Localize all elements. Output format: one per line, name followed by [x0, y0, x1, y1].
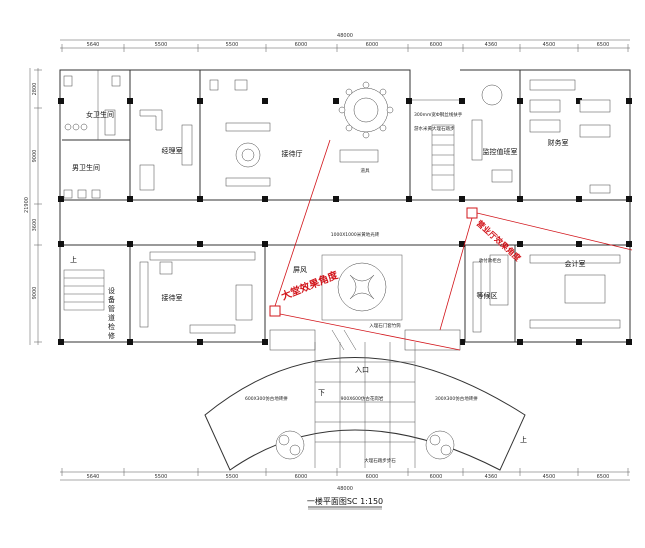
toilet-fixtures: [63, 75, 121, 199]
left-total-label: 21900: [24, 197, 30, 213]
bottom-dimension: 5640 5500 5500 6000 6000 6000 4360 4500 …: [60, 468, 630, 492]
top-dimension: 48000 5640 5500 5500 6000 6000 6000 4360…: [60, 33, 630, 52]
top-dim-7: 4360: [485, 42, 498, 48]
top-dim-3: 5500: [226, 42, 239, 48]
left-dim-3: 3600: [32, 219, 38, 232]
left-dimension: 2800 9000 3600 9000 21900: [24, 68, 42, 345]
top-dim-1: 5640: [87, 42, 100, 48]
top-dim-4: 6000: [295, 42, 308, 48]
room-waiting-area: 等候区: [477, 291, 498, 300]
top-dim-2: 5500: [155, 42, 168, 48]
top-dim-5: 6000: [366, 42, 379, 48]
room-equipment: 设备管道检修间: [108, 287, 115, 339]
note-plaza-left: 600X300仿古地砖拼: [245, 395, 288, 402]
bottom-dim-7: 4360: [485, 474, 498, 480]
room-manager: 经理室: [162, 146, 183, 155]
total-width-label: 48000: [337, 33, 353, 39]
structural-columns: [58, 98, 632, 345]
room-monitor: 监控值班室: [483, 147, 518, 156]
lobby-view-label: 大堂效果角度: [279, 268, 340, 303]
note-lobby-floor: 1000X1000米黄地光砖: [331, 231, 380, 238]
bottom-dim-6: 6000: [430, 474, 443, 480]
note-cash-counter: 收付款柜台: [479, 257, 502, 264]
plan-title-block: 一楼平面图SC 1:150: [307, 496, 383, 510]
left-dim-2: 9000: [32, 150, 38, 163]
room-finance: 财务室: [548, 138, 569, 147]
room-screen: 屏风: [293, 266, 307, 274]
note-plaza-mid: 900X600仿古花岗岩: [341, 395, 384, 402]
room-waiting: 接待室: [162, 293, 183, 302]
plan-notes: 1000X1000米黄地光砖 300mm宽Ф钢丝线扶手 游水米黄大理石踏步 收付…: [70, 111, 527, 464]
top-dim-6: 6000: [430, 42, 443, 48]
room-accounting: 会计室: [565, 259, 586, 268]
stairs-right: [431, 124, 455, 191]
note-stair-bottom: 大理石踏步步石: [364, 457, 396, 464]
stairs-left: [63, 269, 105, 311]
label-up-right: 上: [520, 435, 527, 444]
front-plaza: [204, 342, 526, 471]
left-dim-1: 2800: [32, 83, 38, 96]
bottom-dim-2: 5500: [155, 474, 168, 480]
bottom-dim-9: 6500: [597, 474, 610, 480]
room-reception: 接待厅: [282, 149, 303, 158]
bottom-total-label: 48000: [337, 486, 353, 492]
room-male-wc: 男卫生间: [72, 163, 100, 172]
note-stair-tread: 游水米黄大理石踏步: [414, 125, 455, 132]
planters: [275, 430, 455, 460]
furniture: [63, 75, 621, 351]
room-labels: 女卫生间 男卫生间 经理室 接待厅 监控值班室 财务室 接待室 等候区 会计室 …: [72, 110, 586, 374]
top-dim-9: 6500: [597, 42, 610, 48]
room-female-wc: 女卫生间: [86, 110, 114, 119]
note-plaza-right: 300X300仿古地砖拼: [435, 395, 478, 402]
note-prop: 道具: [361, 167, 370, 174]
note-door: 入理石门套竹筒: [369, 322, 401, 329]
label-up-left: 上: [70, 255, 77, 264]
bottom-dim-3: 5500: [226, 474, 239, 480]
building-walls: [59, 69, 631, 343]
bottom-dim-1: 5640: [87, 474, 100, 480]
room-entrance: 入口: [355, 366, 369, 374]
note-stair-rail: 300mm宽Ф钢丝线扶手: [414, 111, 463, 118]
room-equipment-wrap: 设备管道检修间: [108, 287, 115, 339]
teller-view-marker: 营业厅效果角度: [439, 207, 633, 331]
left-dim-4: 9000: [32, 287, 38, 300]
bottom-dim-8: 4500: [543, 474, 556, 480]
label-down: 下: [318, 389, 325, 397]
bottom-dim-4: 6000: [295, 474, 308, 480]
plan-title: 一楼平面图SC 1:150: [307, 496, 383, 506]
bottom-dim-5: 6000: [366, 474, 379, 480]
top-dim-8: 4500: [543, 42, 556, 48]
